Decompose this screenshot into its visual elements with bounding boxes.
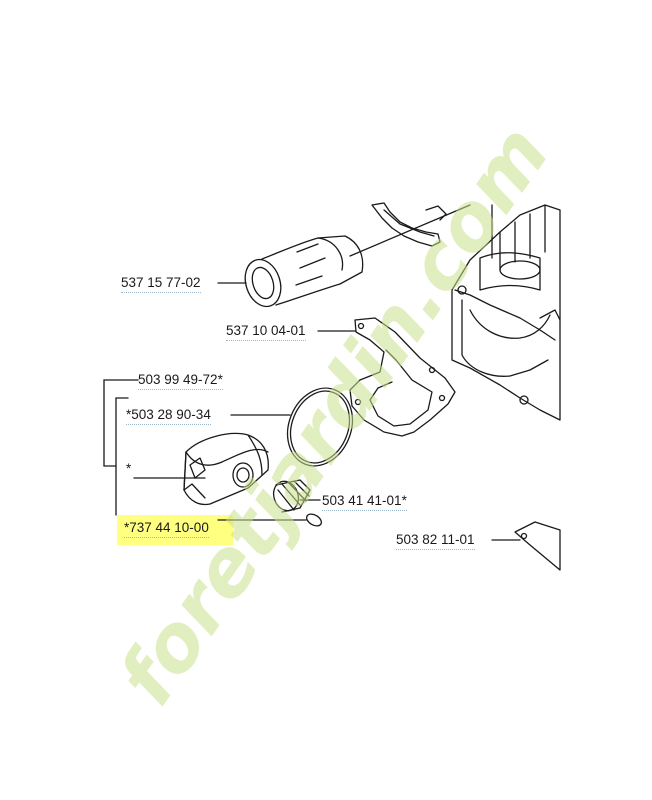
intake-manifold-part	[244, 235, 364, 308]
leader-clamp	[349, 204, 471, 257]
kit-bracket	[103, 379, 139, 516]
base-gasket-part	[514, 521, 561, 571]
label-piston-ring: *503 28 90-34	[126, 407, 211, 425]
label-needle-bearing-text: 503 41 41-01*	[322, 493, 407, 508]
label-piston-text: *	[126, 461, 132, 476]
label-piston-ring-text: *503 28 90-34	[126, 407, 211, 422]
highlight-box	[117, 515, 233, 545]
label-needle-bearing: 503 41 41-01*	[322, 493, 407, 511]
label-piston: *	[126, 461, 131, 477]
label-piston-pin-kit: *737 44 10-00	[124, 520, 209, 538]
label-intake-manifold-text: 537 15 77-02	[121, 275, 201, 290]
needle-bearing-part	[272, 479, 311, 513]
label-intake-manifold: 537 15 77-02	[121, 275, 201, 293]
label-piston-kit: 503 99 49-72*	[138, 372, 223, 390]
label-gasket: 537 10 04-01	[226, 323, 306, 341]
intake-gasket-part	[349, 317, 456, 437]
circlip-part	[305, 513, 323, 527]
label-base-gasket: 503 82 11-01	[396, 532, 475, 550]
cylinder-part	[451, 204, 561, 421]
label-piston-kit-text: 503 99 49-72*	[138, 372, 223, 387]
piston-ring-part	[286, 387, 354, 467]
label-base-gasket-text: 503 82 11-01	[396, 532, 475, 547]
label-piston-pin-kit-text: *737 44 10-00	[124, 520, 209, 535]
piston-part	[183, 432, 269, 506]
label-gasket-text: 537 10 04-01	[226, 323, 306, 338]
clamp-part	[371, 202, 447, 247]
